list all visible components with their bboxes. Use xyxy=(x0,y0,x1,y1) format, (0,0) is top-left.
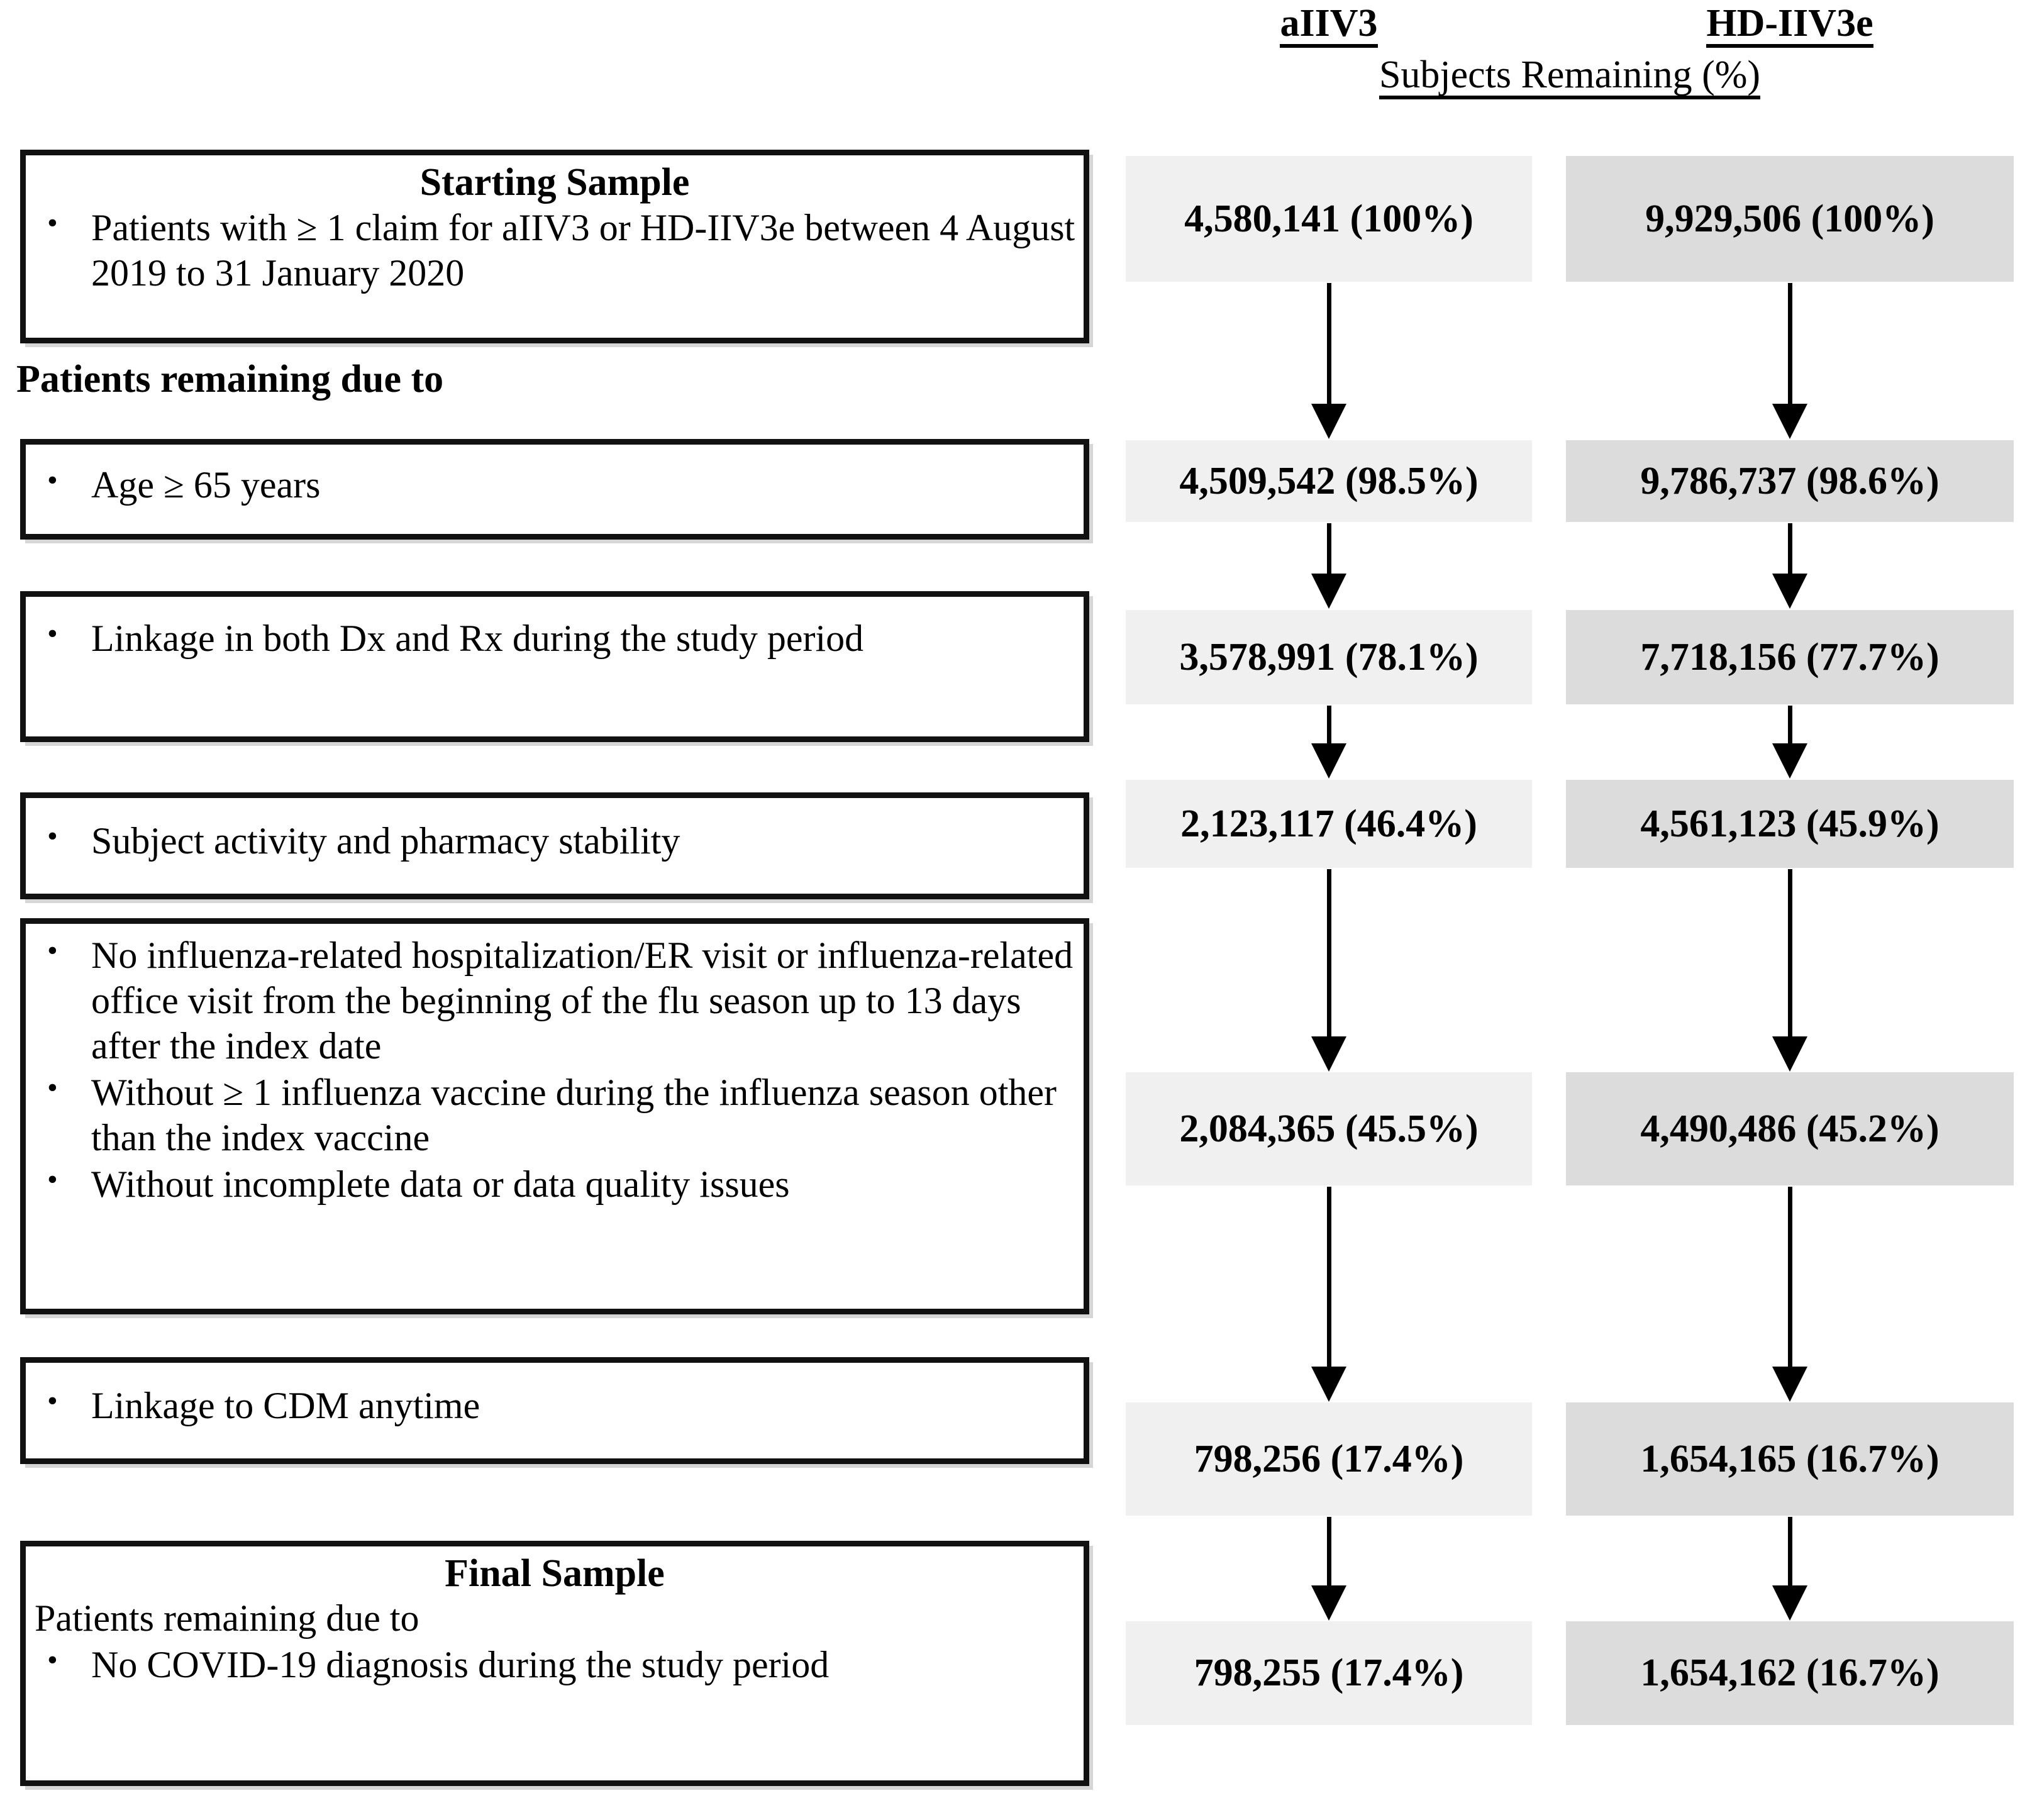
stat-cell-left-4: 2,123,117 (46.4%) xyxy=(1126,780,1532,868)
criteria-box-title: Final Sample xyxy=(445,1552,665,1595)
list-item: • Without ≥ 1 influenza vaccine during t… xyxy=(26,1070,1084,1160)
criteria-box-title: Starting Sample xyxy=(419,161,690,204)
criteria-bullet-list: • No influenza-related hospitalization/E… xyxy=(26,933,1084,1207)
list-item: • No COVID-19 diagnosis during the study… xyxy=(26,1642,1084,1687)
bullet-icon: • xyxy=(47,1071,58,1104)
stat-cell-right-5: 4,490,486 (45.2%) xyxy=(1566,1072,2014,1185)
criteria-bullet-list: • No COVID-19 diagnosis during the study… xyxy=(26,1642,1084,1687)
bullet-icon: • xyxy=(47,1384,58,1418)
stat-cell-right-3: 7,718,156 (77.7%) xyxy=(1566,610,2014,704)
list-item-text: Without incomplete data or data quality … xyxy=(91,1163,790,1205)
criteria-bullet-list: • Linkage in both Dx and Rx during the s… xyxy=(26,616,1084,661)
list-item: • Without incomplete data or data qualit… xyxy=(26,1162,1084,1207)
columns-subtitle-label: Subjects Remaining (%) xyxy=(1379,55,1761,99)
flow-arrow-right-4 xyxy=(1772,869,1807,1072)
bullet-icon: • xyxy=(47,1163,58,1196)
stat-cell-right-4: 4,561,123 (45.9%) xyxy=(1566,780,2014,868)
stat-cell-left-2: 4,509,542 (98.5%) xyxy=(1126,440,1532,522)
flow-arrow-left-4 xyxy=(1311,869,1346,1072)
list-item: • Linkage in both Dx and Rx during the s… xyxy=(26,616,1084,661)
flow-arrow-right-2 xyxy=(1772,523,1807,609)
bullet-icon: • xyxy=(47,617,58,650)
list-item-text: Linkage to CDM anytime xyxy=(91,1385,480,1426)
list-item-text: Age ≥ 65 years xyxy=(91,464,321,506)
flow-arrow-right-6 xyxy=(1772,1517,1807,1621)
flow-arrow-left-6 xyxy=(1311,1517,1346,1621)
section-caption: Patients remaining due to xyxy=(16,358,444,401)
criteria-box-subcaption: Patients remaining due to xyxy=(35,1597,419,1639)
list-item: • Subject activity and pharmacy stabilit… xyxy=(26,818,1084,863)
stat-cell-left-7: 798,255 (17.4%) xyxy=(1126,1621,1532,1725)
list-item-text: Subject activity and pharmacy stability xyxy=(91,820,680,862)
criteria-box-influenza-exclusions: • No influenza-related hospitalization/E… xyxy=(20,918,1089,1314)
list-item-text: Linkage in both Dx and Rx during the stu… xyxy=(91,618,864,659)
column-header-right-label: HD-IIV3e xyxy=(1706,4,1873,48)
stat-cell-left-5: 2,084,365 (45.5%) xyxy=(1126,1072,1532,1185)
stat-cell-right-2: 9,786,737 (98.6%) xyxy=(1566,440,2014,522)
bullet-icon: • xyxy=(47,934,58,967)
list-item-text: No COVID-19 diagnosis during the study p… xyxy=(91,1643,830,1685)
stat-cell-left-3: 3,578,991 (78.1%) xyxy=(1126,610,1532,704)
list-item: • Age ≥ 65 years xyxy=(26,462,1084,508)
bullet-icon: • xyxy=(47,206,58,240)
list-item: • Patients with ≥ 1 claim for aIIV3 or H… xyxy=(26,205,1084,296)
flow-arrow-left-5 xyxy=(1311,1187,1346,1402)
columns-subtitle: Subjects Remaining (%) xyxy=(1126,55,2014,99)
stat-cell-left-6: 798,256 (17.4%) xyxy=(1126,1402,1532,1516)
criteria-bullet-list: • Patients with ≥ 1 claim for aIIV3 or H… xyxy=(26,205,1084,296)
stat-cell-right-6: 1,654,165 (16.7%) xyxy=(1566,1402,2014,1516)
criteria-box-linkage-cdm: • Linkage to CDM anytime xyxy=(20,1357,1089,1464)
criteria-box-subject-activity: • Subject activity and pharmacy stabilit… xyxy=(20,792,1089,899)
list-item-text: No influenza-related hospitalization/ER … xyxy=(91,935,1074,1067)
criteria-bullet-list: • Subject activity and pharmacy stabilit… xyxy=(26,818,1084,863)
stat-cell-left-1: 4,580,141 (100%) xyxy=(1126,156,1532,282)
list-item: • Linkage to CDM anytime xyxy=(26,1383,1084,1428)
criteria-box-final-sample: Final Sample Patients remaining due to •… xyxy=(20,1541,1089,1786)
column-header-right: HD-IIV3e xyxy=(1566,4,2014,48)
column-header-left-label: aIIV3 xyxy=(1280,4,1378,48)
column-header-left: aIIV3 xyxy=(1126,4,1532,48)
stat-cell-right-1: 9,929,506 (100%) xyxy=(1566,156,2014,282)
criteria-bullet-list: • Age ≥ 65 years xyxy=(26,462,1084,508)
list-item: • No influenza-related hospitalization/E… xyxy=(26,933,1084,1068)
criteria-bullet-list: • Linkage to CDM anytime xyxy=(26,1383,1084,1428)
criteria-box-age: • Age ≥ 65 years xyxy=(20,439,1089,540)
criteria-box-linkage-dx-rx: • Linkage in both Dx and Rx during the s… xyxy=(20,591,1089,742)
bullet-icon: • xyxy=(47,1643,58,1677)
flow-arrow-right-3 xyxy=(1772,706,1807,779)
list-item-text: Without ≥ 1 influenza vaccine during the… xyxy=(91,1072,1057,1158)
flow-arrow-right-5 xyxy=(1772,1187,1807,1402)
flow-arrow-right-1 xyxy=(1772,283,1807,439)
flow-arrow-left-3 xyxy=(1311,706,1346,779)
criteria-box-starting-sample: Starting Sample • Patients with ≥ 1 clai… xyxy=(20,150,1089,343)
bullet-icon: • xyxy=(47,463,58,497)
flow-arrow-left-1 xyxy=(1311,283,1346,439)
bullet-icon: • xyxy=(47,819,58,853)
list-item-text: Patients with ≥ 1 claim for aIIV3 or HD-… xyxy=(91,206,1075,294)
stat-cell-right-7: 1,654,162 (16.7%) xyxy=(1566,1621,2014,1725)
flow-arrow-left-2 xyxy=(1311,523,1346,609)
